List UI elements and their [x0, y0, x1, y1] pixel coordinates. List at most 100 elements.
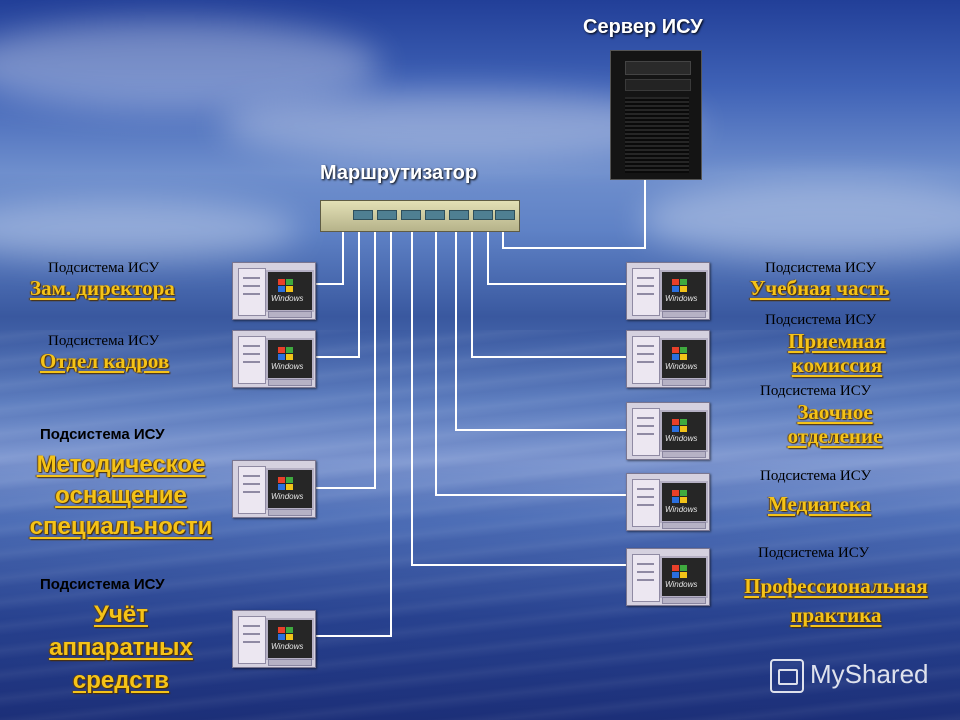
server-tower-icon	[610, 50, 702, 180]
monitor: Windows	[266, 618, 314, 660]
link-line: специальности	[29, 513, 213, 540]
subsystem-caption: Подсистема ИСУ	[765, 312, 877, 328]
wire-right-1	[487, 230, 626, 285]
subsystem-caption: Подсистема ИСУ	[765, 260, 877, 276]
watermark-text: MyShared	[810, 659, 929, 689]
link-line: отделение	[787, 424, 883, 449]
screen-text: Windows	[271, 362, 304, 371]
screen-text: Windows	[271, 492, 304, 501]
link-line: Методическое	[36, 451, 206, 478]
pc-case	[632, 336, 660, 384]
monitor: Windows	[266, 468, 314, 510]
wire-left-2	[314, 230, 360, 358]
workstation-icon: Windows	[626, 262, 710, 320]
cloud-decoration	[0, 20, 380, 110]
pc-case	[632, 268, 660, 316]
windows-flag-icon	[672, 490, 688, 504]
wire-right-2	[471, 230, 626, 358]
link-line: комиссия	[791, 353, 883, 378]
subsystem-caption: Подсистема ИСУ	[48, 260, 160, 276]
link-line: средств	[72, 667, 170, 694]
server-grill	[625, 97, 689, 173]
link-line: Заочное	[797, 400, 873, 424]
windows-flag-icon	[672, 419, 688, 433]
keyboard	[268, 509, 312, 516]
wire-left-1	[314, 230, 344, 285]
link-academic-office[interactable]: Учебная часть	[750, 276, 889, 300]
monitor: Windows	[266, 338, 314, 380]
router-port	[449, 210, 469, 220]
link-correspondence-dept[interactable]: Заочное отделение	[768, 400, 902, 448]
link-word: часть	[836, 276, 890, 300]
link-deputy-director[interactable]: Зам. директора	[30, 276, 175, 300]
screen-text: Windows	[665, 294, 698, 303]
pc-case	[632, 408, 660, 456]
wire-right-5	[411, 230, 626, 566]
link-line: оснащение	[55, 482, 187, 509]
pc-case	[632, 479, 660, 527]
windows-flag-icon	[278, 279, 294, 293]
cloud-decoration	[0, 200, 300, 260]
monitor: Windows	[266, 270, 314, 312]
screen-text: Windows	[665, 580, 698, 589]
server-label: Сервер ИСУ	[583, 16, 703, 38]
subsystem-caption: Подсистема ИСУ	[48, 333, 160, 349]
wire-right-3	[455, 230, 626, 431]
cloud-decoration	[640, 180, 960, 260]
router-label: Маршрутизатор	[320, 162, 478, 184]
monitor: Windows	[660, 270, 708, 312]
wire-right-4	[435, 230, 626, 496]
windows-flag-icon	[672, 347, 688, 361]
workstation-icon: Windows	[232, 610, 316, 668]
watermark: MyShared	[770, 655, 950, 695]
screen-text: Windows	[271, 294, 304, 303]
monitor: Windows	[660, 556, 708, 598]
workstation-icon: Windows	[232, 262, 316, 320]
windows-flag-icon	[672, 565, 688, 579]
subsystem-caption: Подсистема ИСУ	[758, 545, 870, 561]
link-hardware-accounting[interactable]: Учёт аппаратных средств	[30, 598, 212, 697]
subsystem-caption: Подсистема ИСУ	[760, 383, 872, 399]
link-line: практика	[790, 603, 882, 627]
keyboard	[268, 311, 312, 318]
link-methodical-support[interactable]: Методическое оснащение специальности	[14, 449, 228, 542]
keyboard	[662, 379, 706, 386]
subsystem-caption: Подсистема ИСУ	[40, 576, 165, 593]
router-port	[401, 210, 421, 220]
link-hr-department[interactable]: Отдел кадров	[40, 349, 170, 373]
router-port	[353, 210, 373, 220]
windows-flag-icon	[278, 627, 294, 641]
link-admissions[interactable]: Приемная комиссия	[770, 329, 904, 377]
subsystem-caption: Подсистема ИСУ	[40, 426, 165, 443]
keyboard	[662, 311, 706, 318]
router-icon	[320, 200, 520, 232]
pc-case	[238, 268, 266, 316]
workstation-icon: Windows	[232, 330, 316, 388]
pc-case	[632, 554, 660, 602]
router-port	[473, 210, 493, 220]
keyboard	[268, 659, 312, 666]
router-port	[377, 210, 397, 220]
sea-background	[0, 330, 960, 720]
pc-case	[238, 616, 266, 664]
link-line: Профессиональная	[744, 574, 928, 598]
windows-flag-icon	[278, 477, 294, 491]
wire-left-4	[314, 230, 392, 637]
link-word: Учебная	[750, 276, 832, 300]
link-professional-practice[interactable]: Профессиональная практика	[716, 572, 956, 630]
wire-server	[502, 178, 646, 249]
screen-text: Windows	[665, 362, 698, 371]
windows-flag-icon	[278, 347, 294, 361]
keyboard	[662, 522, 706, 529]
keyboard	[268, 379, 312, 386]
link-media-library[interactable]: Медиатека	[768, 492, 872, 516]
workstation-icon: Windows	[626, 548, 710, 606]
link-line: аппаратных	[49, 634, 193, 661]
workstation-icon: Windows	[626, 330, 710, 388]
monitor: Windows	[660, 410, 708, 452]
router-port	[425, 210, 445, 220]
workstation-icon: Windows	[626, 473, 710, 531]
screen-text: Windows	[665, 434, 698, 443]
